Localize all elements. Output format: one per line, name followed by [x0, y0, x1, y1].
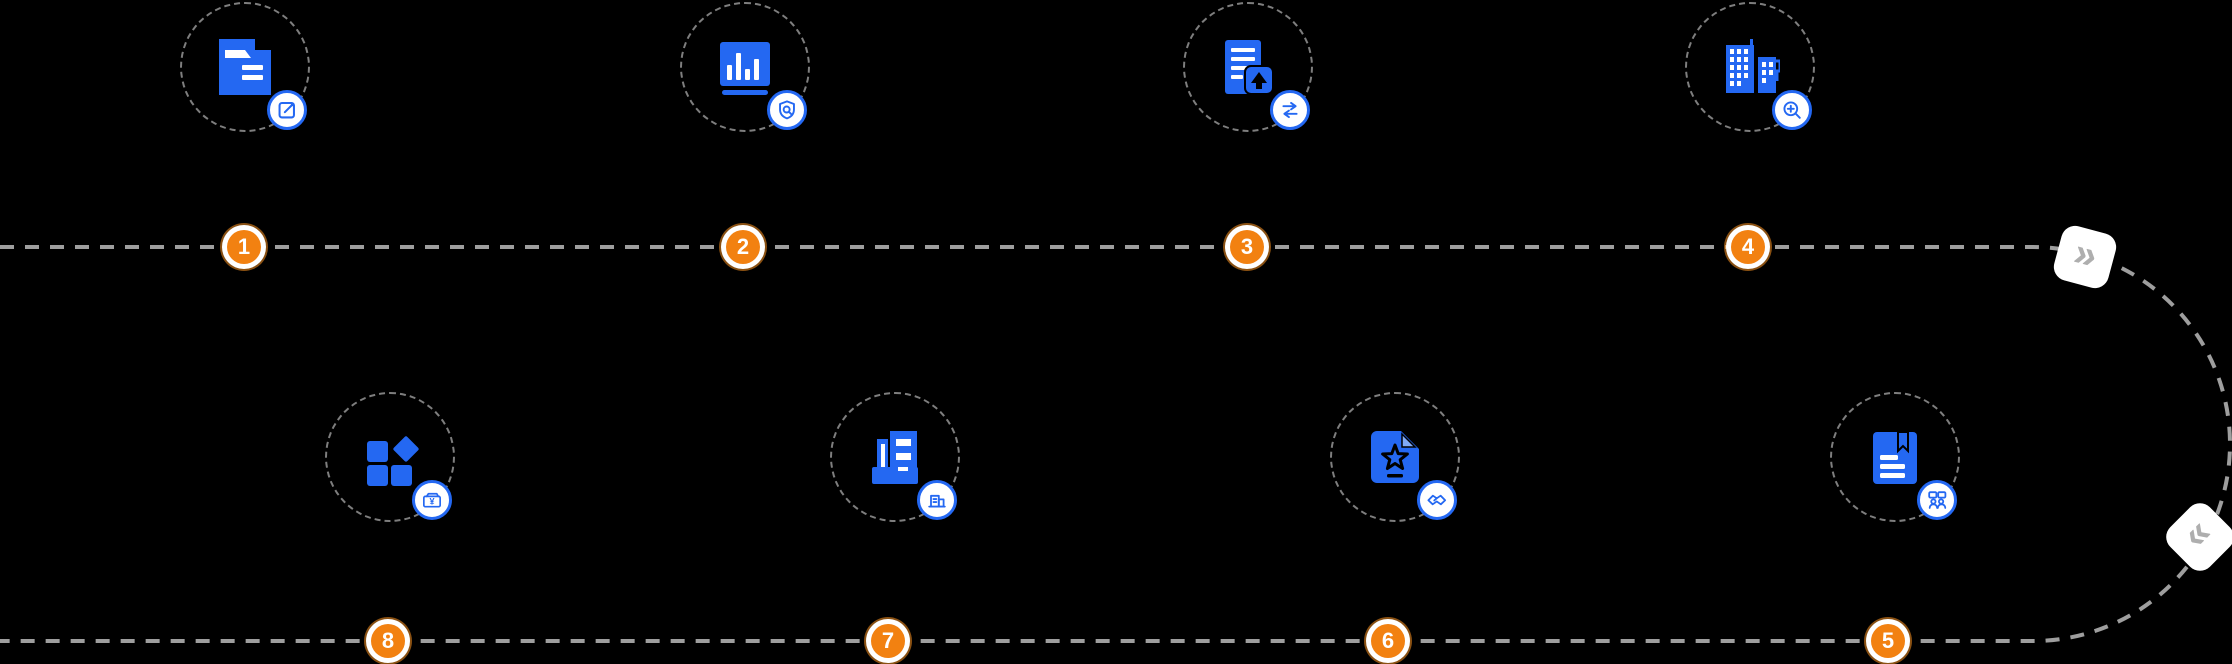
grid-diamond-icon [367, 436, 419, 486]
step-node-5 [1830, 392, 1960, 522]
step-number-1: 1 [222, 225, 266, 269]
step-number-2-label: 2 [726, 230, 760, 264]
shield-search-icon [767, 90, 807, 130]
step-node-7 [830, 392, 960, 522]
double-chevron-icon: » [2069, 229, 2103, 279]
bar-chart-board-icon [720, 42, 770, 95]
people-discussion-icon [1917, 480, 1957, 520]
step-number-5: 5 [1866, 619, 1910, 663]
notebook-bookmark-icon [1873, 431, 1917, 484]
ticket-yen-icon: ¥ [412, 480, 452, 520]
step-number-7: 7 [866, 619, 910, 663]
step-number-5-label: 5 [1871, 624, 1905, 658]
star-document-icon [1371, 431, 1419, 483]
step-node-2 [680, 2, 810, 132]
archive-documents-icon [872, 431, 918, 484]
step-node-4 [1685, 2, 1815, 132]
zoom-in-icon [1772, 90, 1812, 130]
building-icon [917, 480, 957, 520]
step-node-6 [1330, 392, 1460, 522]
step-node-3 [1183, 2, 1313, 132]
step-number-6-label: 6 [1371, 624, 1405, 658]
step-number-6: 6 [1366, 619, 1410, 663]
folder-edit-icon [219, 39, 271, 95]
transfer-arrows-icon [1270, 90, 1310, 130]
step-number-3: 3 [1225, 225, 1269, 269]
step-number-4: 4 [1726, 225, 1770, 269]
double-chevron-icon: » [2176, 513, 2224, 561]
step-number-1-label: 1 [227, 230, 261, 264]
step-node-8: ¥ [325, 392, 455, 522]
step-number-3-label: 3 [1230, 230, 1264, 264]
yen-symbol: ¥ [429, 497, 434, 507]
step-number-8-label: 8 [371, 624, 405, 658]
step-number-8: 8 [366, 619, 410, 663]
edit-icon [267, 90, 307, 130]
step-number-2: 2 [721, 225, 765, 269]
step-number-4-label: 4 [1731, 230, 1765, 264]
step-number-7-label: 7 [871, 624, 905, 658]
handshake-icon [1417, 480, 1457, 520]
buildings-icon [1726, 39, 1780, 93]
step-node-1 [180, 2, 310, 132]
document-upload-icon [1225, 40, 1274, 95]
